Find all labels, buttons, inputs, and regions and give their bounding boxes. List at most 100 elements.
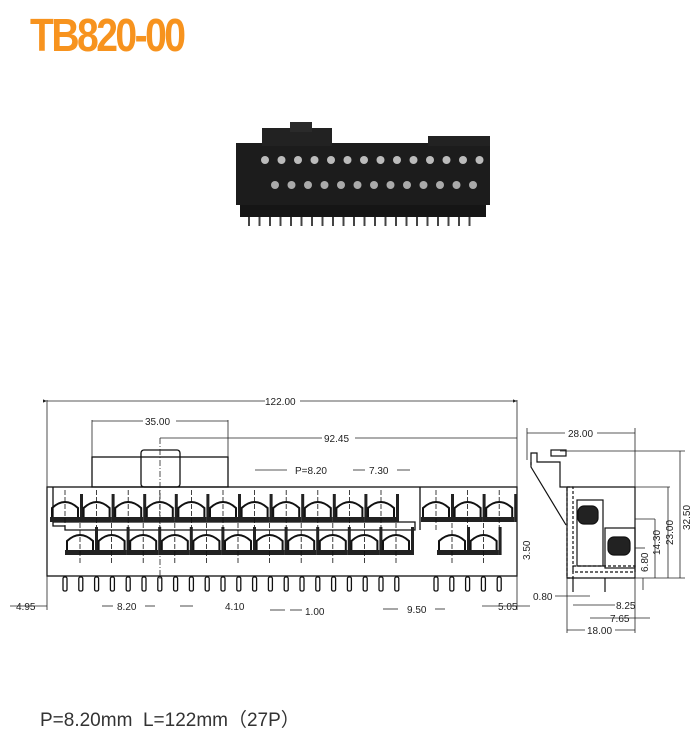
terminal-cell bbox=[452, 490, 486, 530]
pin bbox=[449, 576, 455, 592]
terminal-screw-outline bbox=[82, 501, 111, 519]
photo-screw bbox=[386, 181, 395, 189]
terminal-barrier bbox=[347, 527, 351, 555]
terminal-screw-outline bbox=[469, 534, 498, 552]
spec-line: P=8.20mm L=122mm（27P） bbox=[40, 710, 300, 731]
product-title: TB820-00 bbox=[30, 9, 186, 61]
terminal-barrier bbox=[206, 494, 210, 522]
dim-pitch: P=8.20 bbox=[295, 466, 327, 477]
dim-half-pitch: 4.10 bbox=[225, 602, 245, 613]
dim-gap: 7.30 bbox=[369, 466, 389, 477]
dim-offset: 92.45 bbox=[324, 434, 349, 445]
photo-pin bbox=[437, 217, 439, 226]
pin bbox=[330, 576, 337, 592]
photo-pin bbox=[258, 217, 261, 226]
pin bbox=[496, 576, 502, 592]
photo-pin bbox=[447, 217, 450, 226]
pin bbox=[236, 576, 242, 592]
photo-pin bbox=[458, 217, 460, 226]
terminal-screw-outline bbox=[453, 501, 482, 519]
terminal-barrier bbox=[514, 494, 518, 522]
photo-screw bbox=[469, 181, 477, 189]
terminal-screw-outline bbox=[114, 501, 143, 519]
photo-screw bbox=[327, 156, 335, 164]
dim-pin-pitch: 8.20 bbox=[117, 602, 137, 613]
terminal-cell bbox=[484, 490, 518, 530]
terminal-barrier bbox=[143, 494, 147, 522]
photo-pin bbox=[342, 217, 345, 226]
terminal-barrier bbox=[238, 494, 241, 522]
terminal-barrier bbox=[364, 494, 368, 522]
photo-pin bbox=[363, 217, 366, 226]
pin bbox=[394, 576, 400, 592]
terminal-screw-outline bbox=[485, 501, 514, 519]
photo-screw bbox=[353, 181, 362, 189]
photo-pin bbox=[405, 217, 408, 226]
photo-screw bbox=[304, 181, 312, 189]
pin bbox=[93, 576, 100, 592]
pin bbox=[172, 576, 179, 592]
terminal-cell bbox=[96, 523, 130, 563]
center-bump bbox=[140, 449, 181, 488]
photo-pin bbox=[300, 217, 303, 226]
photo-screw bbox=[409, 156, 418, 164]
photo-pin bbox=[332, 217, 334, 226]
terminal-screw-outline bbox=[303, 501, 332, 519]
terminal-cell bbox=[50, 490, 83, 530]
pin bbox=[362, 576, 368, 592]
terminal-screw-outline bbox=[438, 534, 466, 552]
terminal-cell bbox=[381, 523, 414, 563]
terminal-cell bbox=[302, 490, 336, 530]
photo-screw bbox=[442, 156, 451, 164]
dim-total-height: 32.50 bbox=[682, 505, 693, 530]
pin bbox=[346, 576, 353, 592]
terminal-screw-outline bbox=[192, 534, 221, 552]
terminal-barrier bbox=[174, 494, 178, 522]
product-photo bbox=[236, 122, 490, 226]
terminal-barrier bbox=[316, 527, 320, 555]
terminal-barrier bbox=[269, 494, 273, 522]
photo-pin bbox=[353, 217, 355, 226]
terminal-screw-outline bbox=[129, 534, 158, 552]
front-view bbox=[46, 449, 518, 577]
front-body-outline bbox=[46, 486, 518, 577]
terminal-screw-outline bbox=[209, 501, 237, 519]
terminal-screw-outline bbox=[422, 501, 450, 519]
terminal-barrier bbox=[189, 527, 193, 555]
terminal-cell bbox=[81, 490, 115, 530]
terminal-barrier bbox=[467, 527, 470, 555]
photo-pin bbox=[279, 217, 282, 226]
terminal-barrier bbox=[80, 494, 83, 522]
terminal-screw-outline bbox=[160, 534, 189, 552]
terminal-barrier bbox=[396, 494, 399, 522]
photo-screw bbox=[376, 156, 385, 164]
dim-right-margin: 5.05 bbox=[498, 602, 518, 613]
dim-group-gap: 9.50 bbox=[407, 605, 427, 616]
terminal-cell bbox=[366, 490, 399, 530]
dim-pin-thickness: 0.80 bbox=[533, 592, 553, 603]
pin bbox=[315, 576, 321, 592]
photo-screw bbox=[360, 156, 368, 164]
terminal-cell bbox=[223, 523, 256, 563]
terminal-cell bbox=[65, 523, 98, 563]
terminal-cell bbox=[208, 490, 241, 530]
dim-upper-height: 14.30 bbox=[652, 530, 663, 555]
terminal-screw-outline bbox=[350, 534, 379, 552]
terminal-cell bbox=[349, 523, 383, 563]
pin bbox=[125, 576, 131, 592]
photo-pin bbox=[426, 217, 429, 226]
terminal-barrier bbox=[482, 494, 486, 522]
photo-screw bbox=[403, 181, 411, 189]
photo-pin bbox=[269, 217, 271, 226]
pin bbox=[251, 576, 258, 592]
terminal-screw-outline bbox=[272, 501, 301, 519]
photo-pin bbox=[384, 217, 387, 226]
terminal-cell bbox=[128, 523, 162, 563]
photo-screw bbox=[459, 156, 467, 164]
terminal-screw-outline bbox=[97, 534, 126, 552]
pin bbox=[283, 576, 289, 592]
photo-pin bbox=[290, 217, 292, 226]
dim-row-spacing: 8.25 bbox=[616, 601, 636, 612]
terminal-barrier bbox=[221, 527, 225, 555]
